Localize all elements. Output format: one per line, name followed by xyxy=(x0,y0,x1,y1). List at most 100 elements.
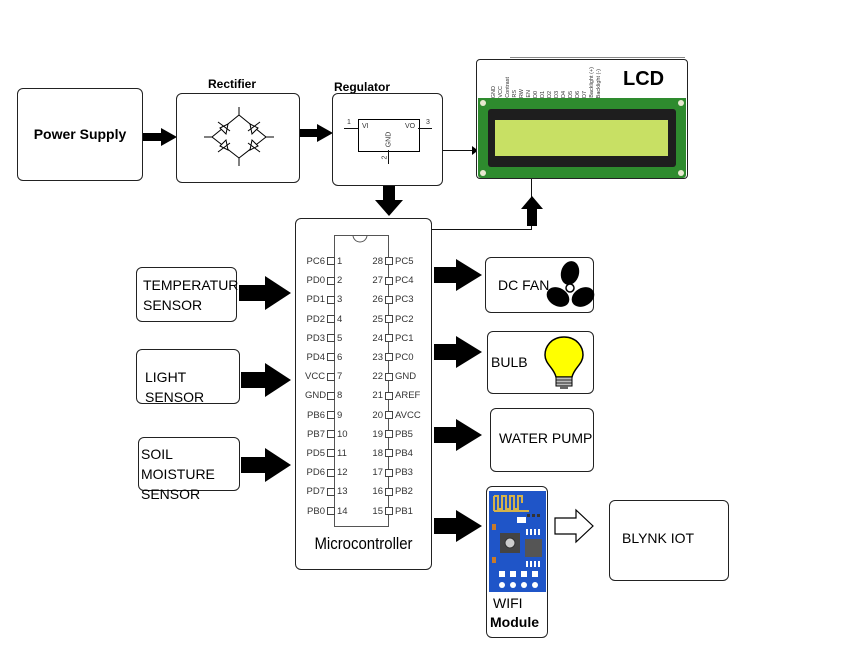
pin-number: 25 xyxy=(372,313,383,325)
dc-fan-block: DC FAN xyxy=(485,257,595,313)
lcd-top-line xyxy=(510,57,685,58)
pin-square xyxy=(385,487,393,496)
pin-name: PB4 xyxy=(395,448,413,459)
lcd-pin-label: GND xyxy=(491,85,497,98)
soil-moisture-sensor-label: SOIL MOISTURE SENSOR xyxy=(141,444,239,504)
lcd-pin-label: D6 xyxy=(575,90,581,98)
temperature-sensor-block: TEMPERATUR SENSOR xyxy=(136,267,238,322)
pin-number: 9 xyxy=(337,409,343,421)
pin-number: 3 xyxy=(337,294,343,306)
lcd-board xyxy=(478,98,686,178)
pin-square xyxy=(327,353,335,362)
pin-square xyxy=(385,257,393,266)
pin-name: PC1 xyxy=(395,332,414,344)
arrowhead-lcd-left xyxy=(472,146,478,155)
pin-number: 17 xyxy=(372,467,383,479)
pin-name: PC2 xyxy=(395,313,414,325)
regulator-pin1-num: 1 xyxy=(347,119,351,126)
pin-square xyxy=(385,507,393,516)
pin-square xyxy=(385,334,393,343)
pin-name: PC0 xyxy=(395,352,414,363)
regulator-block: 1 3 VI VO GND 2 xyxy=(332,93,443,186)
lcd-pin-label: VCC xyxy=(498,86,504,98)
arrow-regulator-to-microcontroller xyxy=(375,186,403,216)
rectifier-title: Rectifier xyxy=(208,77,257,91)
lcd-pin-label: D4 xyxy=(561,90,567,98)
pin-name: PC3 xyxy=(395,294,414,306)
mount-hole xyxy=(480,100,486,106)
fan-icon xyxy=(546,261,595,307)
pin-name: AVCC xyxy=(395,409,421,421)
pin-square xyxy=(327,372,335,381)
pin-name: PB1 xyxy=(395,505,413,517)
arrow-soil-to-microcontroller xyxy=(241,448,291,482)
arrow-temperature-to-microcontroller xyxy=(239,276,291,310)
pin-square xyxy=(327,430,335,439)
ic-notch xyxy=(352,234,368,243)
pin-name: PB3 xyxy=(395,467,413,479)
pin-square xyxy=(327,295,335,304)
pin-name: PD5 xyxy=(306,448,325,459)
pin-name: PB5 xyxy=(395,428,413,440)
pin-number: 2 xyxy=(337,275,343,287)
pin-name: PD4 xyxy=(306,352,325,363)
arrow-microcontroller-to-lcd xyxy=(521,196,543,226)
pin-number: 27 xyxy=(372,275,383,287)
lcd-pin-label: D3 xyxy=(554,90,560,98)
pin-name: PD7 xyxy=(306,486,325,498)
pin-name: PD1 xyxy=(306,294,325,306)
wifi-module-block: WIFI Module xyxy=(486,486,548,638)
pin-name: PD0 xyxy=(306,275,325,287)
pin-square xyxy=(385,468,393,477)
lcd-pin-label: Backlight (-) xyxy=(596,68,602,98)
bulb-icon xyxy=(544,336,584,389)
arrow-rectifier-to-regulator xyxy=(300,124,333,142)
regulator-pin3-wire xyxy=(418,128,432,129)
mount-hole xyxy=(480,170,486,176)
temperature-sensor-label: TEMPERATUR SENSOR xyxy=(143,275,238,315)
mcu-right-pin: 15 PB1 xyxy=(368,506,413,517)
lcd-pin-label: D2 xyxy=(547,90,553,98)
mcu-left-pin: PD7 13 xyxy=(305,486,348,497)
pin-name: VCC xyxy=(305,371,326,383)
ic-package xyxy=(334,235,389,527)
pin-name: PC5 xyxy=(395,256,414,267)
power-supply-block: Power Supply xyxy=(17,88,143,181)
pin-name: PD3 xyxy=(306,332,325,344)
pin-square xyxy=(385,411,393,420)
power-supply-label: Power Supply xyxy=(33,126,127,142)
pin-square xyxy=(385,315,393,324)
wifi-label-line1: WIFI xyxy=(493,595,523,611)
mcu-left-pin: PD1 3 xyxy=(305,294,343,306)
pin-name: PC4 xyxy=(395,275,414,287)
lcd-pin-label: EN xyxy=(526,90,532,98)
lcd-pin-label: Contrast xyxy=(505,77,511,98)
pin-square xyxy=(327,507,335,516)
regulator-pin3-num: 3 xyxy=(426,119,430,126)
pin-number: 15 xyxy=(372,505,383,517)
lcd-pin-label: D0 xyxy=(533,90,539,98)
pin-number: 13 xyxy=(337,486,348,498)
pin-number: 8 xyxy=(337,390,343,402)
bulb-label: BULB xyxy=(491,354,528,370)
lcd-pin-label: D1 xyxy=(540,90,546,98)
regulator-ic xyxy=(358,119,420,152)
pin-square xyxy=(327,391,335,400)
temperature-sensor-line1: TEMPERATUR xyxy=(143,277,239,293)
pin-number: 11 xyxy=(337,448,347,459)
lcd-pin-label: RW xyxy=(519,88,525,98)
